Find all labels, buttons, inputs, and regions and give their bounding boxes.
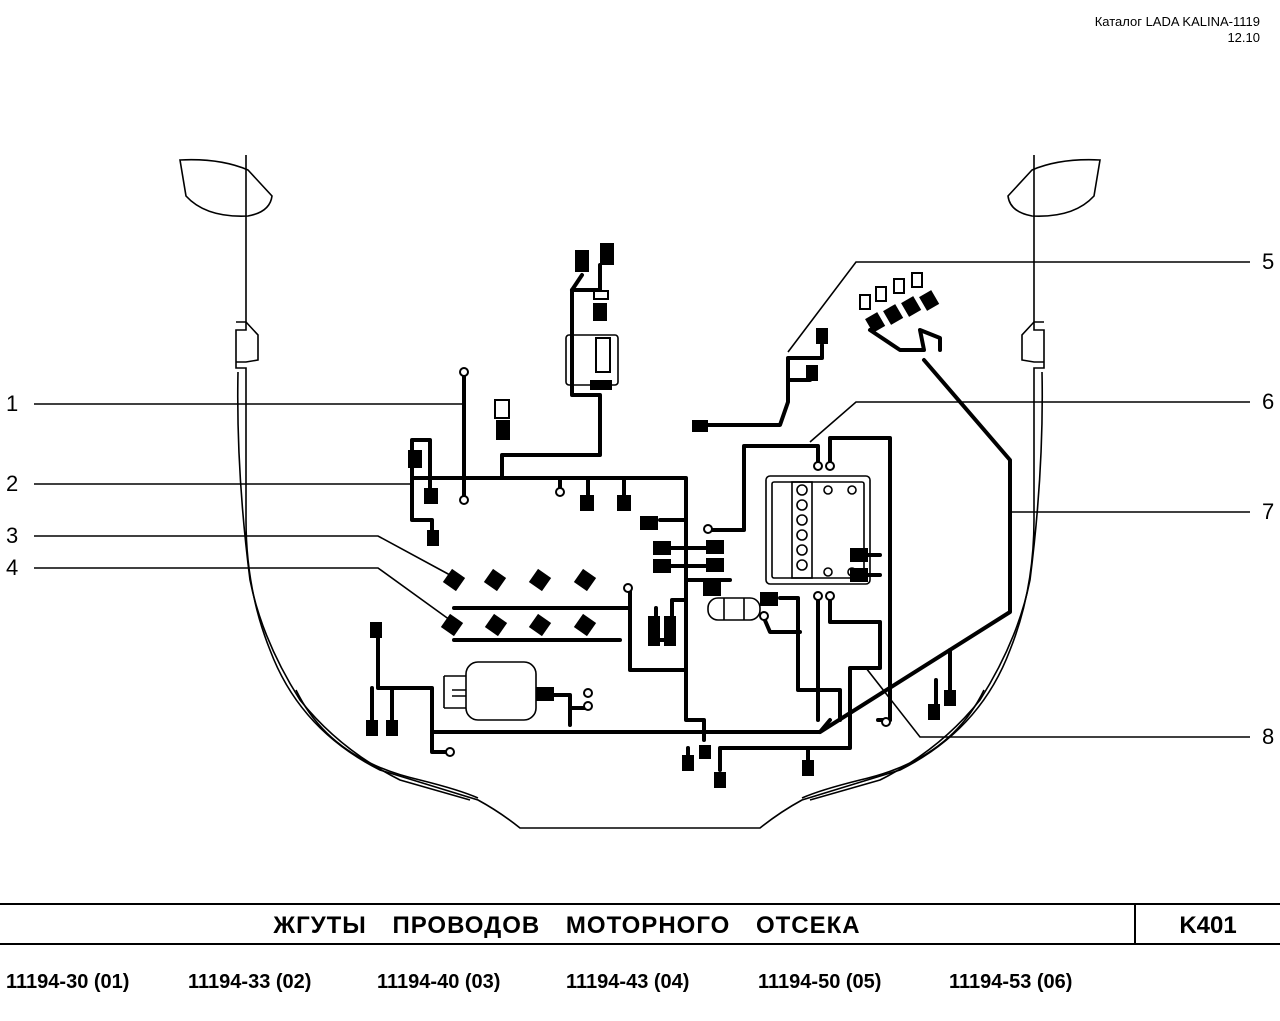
catalog-header: Каталог LADA KALINA-1119 12.10 [1095,14,1260,46]
callout-7: 7 [1262,499,1275,524]
model-code: 11194-40 (03) [377,971,501,993]
ignition-harness [806,328,1012,772]
section-code: K401 [1179,912,1237,939]
catalog-date: 12.10 [1227,30,1260,45]
callout-4: 4 [6,555,19,580]
connectors [366,243,956,788]
model-code: 11194-33 (02) [188,971,312,993]
model-code: 11194-53 (06) [949,971,1073,993]
title-bar: ЖГУТЫ ПРОВОДОВ МОТОРНОГО ОТСЕКА K401 [0,903,1280,945]
title-divider [1134,905,1136,943]
callout-2: 2 [6,471,19,496]
callout-6: 6 [1262,389,1275,414]
model-code: 11194-30 (01) [6,971,130,993]
page-title: ЖГУТЫ ПРОВОДОВ МОТОРНОГО ОТСЕКА [273,912,861,939]
components [443,334,871,721]
car-body-outline [179,155,1101,829]
callout-3: 3 [6,523,19,548]
leader-lines [34,261,1250,738]
engine-harness [370,263,832,762]
model-code: 11194-43 (04) [566,971,690,993]
model-code: 11194-50 (05) [758,971,882,993]
wiring-diagram [34,155,1250,829]
callout-1: 1 [6,391,19,416]
model-list: 11194-30 (01) 11194-33 (02) 11194-40 (03… [0,971,1280,1001]
callout-5: 5 [1262,249,1275,274]
callout-8: 8 [1262,724,1275,749]
catalog-name: Каталог LADA KALINA-1119 [1094,14,1260,29]
